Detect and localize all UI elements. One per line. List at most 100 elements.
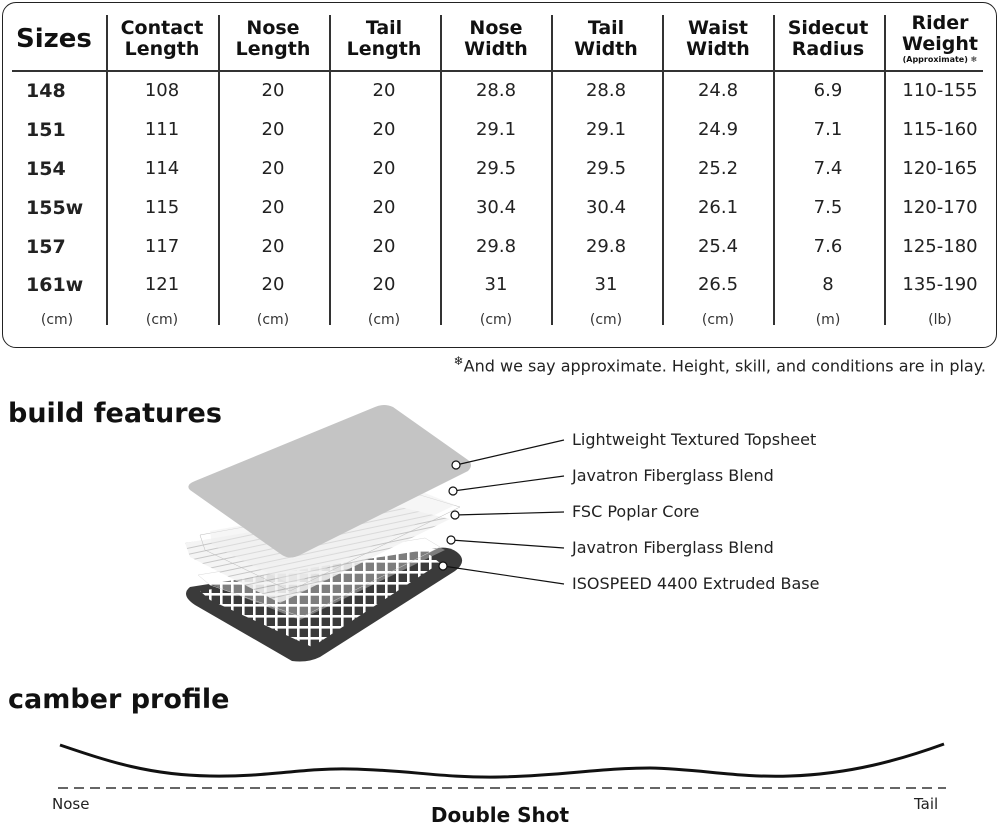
leader-dot (451, 460, 461, 470)
column-header-line1: Contact (120, 17, 204, 39)
unit-cell: (cm) (589, 312, 623, 328)
table-cell: 135-190 (902, 274, 978, 295)
table-cell: 115-160 (902, 119, 978, 140)
table-cell: 111 (144, 119, 180, 140)
unit-cell: (cm) (479, 312, 513, 328)
table-cell: 20 (261, 119, 285, 140)
camber-profile-diagram (58, 742, 946, 789)
table-cell: 30.4 (585, 197, 627, 218)
table-cell: 29.8 (585, 236, 627, 257)
column-header-line1: Nose (469, 17, 523, 39)
table-cell: 29.8 (475, 236, 517, 257)
table-cell: 125-180 (902, 236, 978, 257)
table-cell: 110-155 (902, 80, 978, 101)
table-cell: 120-165 (902, 158, 978, 179)
layer-label: Lightweight Textured Topsheet (572, 430, 817, 449)
unit-cell: (cm) (701, 312, 735, 328)
tail-label: Tail (914, 795, 939, 813)
column-divider (662, 15, 664, 325)
column-divider (551, 15, 553, 325)
topsheet-layer (188, 405, 472, 558)
table-cell: 20 (372, 80, 396, 101)
leader-dot (438, 561, 448, 571)
size-cell: 157 (26, 236, 66, 258)
table-cell: 26.1 (697, 197, 739, 218)
table-cell: 115 (144, 197, 180, 218)
unit-cell: (m) (815, 312, 841, 328)
size-cell: 161w (26, 274, 84, 296)
table-cell: 114 (144, 158, 180, 179)
column-header: Sizes (16, 12, 124, 66)
column-header-line2: Radius (791, 38, 865, 60)
column-header-line2: Weight (902, 33, 978, 55)
table-cell: 20 (372, 158, 396, 179)
table-cell: 28.8 (585, 80, 627, 101)
table-cell: 20 (372, 274, 396, 295)
column-header-line2: Width (464, 38, 528, 60)
layer-label: ISOSPEED 4400 Extruded Base (572, 574, 820, 593)
column-header-line1: Tail (365, 17, 403, 39)
table-cell: 29.1 (475, 119, 517, 140)
unit-cell: (cm) (367, 312, 401, 328)
table-cell: 7.1 (813, 119, 843, 140)
unit-cell: (lb) (928, 312, 952, 328)
column-header-line2: Length (346, 38, 422, 60)
table-cell: 7.6 (813, 236, 843, 257)
table-cell: 120-170 (902, 197, 978, 218)
table-cell: 108 (144, 80, 180, 101)
column-header-line1: Tail (587, 17, 625, 39)
camber-curve (59, 742, 945, 779)
leader-dot (448, 486, 458, 496)
table-cell: 29.5 (585, 158, 627, 179)
table-cell: 24.8 (697, 80, 739, 101)
unit-cell: (cm) (256, 312, 290, 328)
table-cell: 20 (261, 197, 285, 218)
leader-line (452, 475, 565, 492)
size-cell: 151 (26, 119, 66, 141)
leader-line (442, 565, 565, 585)
column-header-line1: Nose (246, 17, 300, 39)
leader-dot (446, 535, 456, 545)
unit-cell: (cm) (145, 312, 179, 328)
nose-label: Nose (52, 795, 90, 813)
table-cell: 24.9 (697, 119, 739, 140)
column-divider (329, 15, 331, 325)
column-header-line2: Length (124, 38, 200, 60)
column-header-sub-text: (Approximate) (902, 55, 968, 64)
column-header-sub: (Approximate) ❄ (903, 55, 978, 65)
table-cell: 30.4 (475, 197, 517, 218)
table-cell: 6.9 (813, 80, 843, 101)
build-layers-diagram (185, 405, 565, 662)
table-cell: 20 (372, 197, 396, 218)
leader-line (454, 511, 565, 516)
table-cell: 7.4 (813, 158, 843, 179)
layer-label: FSC Poplar Core (572, 502, 700, 521)
table-cell: 20 (372, 119, 396, 140)
column-divider (884, 15, 886, 325)
column-header-line1: Sizes (16, 23, 92, 54)
layer-label: Javatron Fiberglass Blend (572, 538, 774, 557)
size-cell: 155w (26, 197, 84, 219)
size-cell: 148 (26, 80, 66, 102)
leader-line (450, 539, 565, 549)
column-divider (773, 15, 775, 325)
footnote-text: And we say approximate. Height, skill, a… (463, 356, 986, 376)
leader-dot (450, 510, 460, 520)
size-chart-table (2, 2, 997, 348)
table-cell: 8 (822, 274, 834, 295)
layer-label: Javatron Fiberglass Blend (572, 466, 774, 485)
table-cell: 31 (594, 274, 618, 295)
table-cell: 7.5 (813, 197, 843, 218)
table-cell: 20 (261, 158, 285, 179)
column-header-line2: Width (574, 38, 638, 60)
column-divider (440, 15, 442, 325)
footnote: ❄And we say approximate. Height, skill, … (454, 354, 986, 375)
leader-line (455, 439, 565, 466)
build-features-title: build features (8, 398, 222, 429)
table-cell: 25.2 (697, 158, 739, 179)
snowflake-icon: ❄ (453, 354, 464, 368)
